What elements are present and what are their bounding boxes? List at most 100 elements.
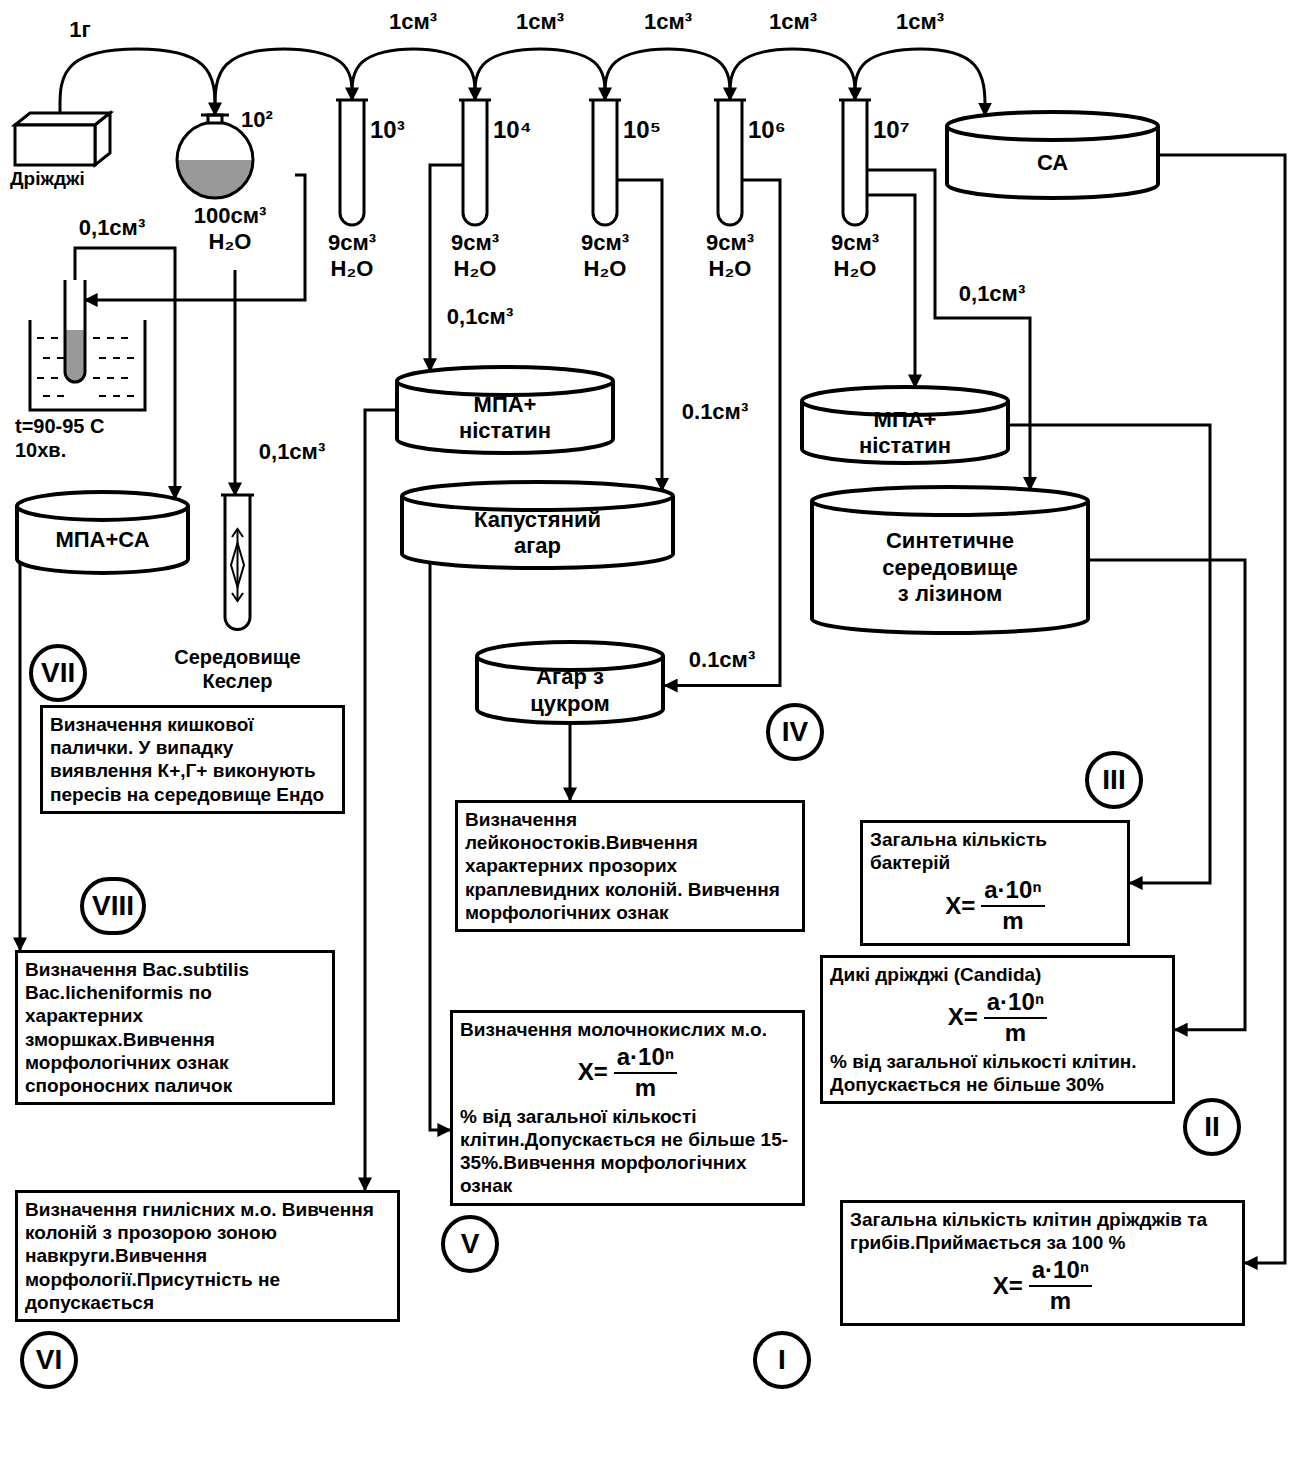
result-text: Визначення кишкової палички. У випадку в… (50, 713, 335, 806)
transfer-arrow (475, 49, 605, 100)
formula-text: X= (993, 1273, 1023, 1299)
formula-numerator: a·10ⁿ (981, 877, 1045, 906)
result-text: Дикі дріжджі (Candida) (830, 963, 1165, 986)
node-label: 10⁶ (748, 116, 798, 145)
node-label: 9см³ H₂O (690, 230, 770, 283)
volume-label: 1г (67, 18, 92, 42)
transfer-arrow (60, 49, 215, 115)
dilution-tube: 10⁷9см³ H₂O (815, 100, 915, 295)
transfer-arrow (730, 49, 855, 100)
volume-label: 0,1см³ (77, 216, 147, 240)
volume-label: 0.1см³ (687, 648, 757, 672)
transfer-arrow (569, 723, 572, 800)
volume-label: 1см³ (514, 10, 566, 34)
node-label: 9см³ H₂O (565, 230, 645, 283)
formula-numerator: a·10ⁿ (984, 989, 1048, 1018)
dilution-tube: 10⁵9см³ H₂O (565, 100, 665, 295)
volume-label: 1см³ (642, 10, 694, 34)
result-box: VIIIВизначення Bac.subtilis Bac.lichenif… (15, 950, 335, 1105)
petri-dish: Синтетичне середовище з лізином (810, 485, 1090, 635)
volume-label: 0.1см³ (680, 400, 750, 424)
roman-numeral: I (753, 1331, 811, 1389)
dilution-tube: 10³9см³ H₂O (312, 100, 412, 295)
transfer-arrow (665, 180, 780, 686)
formula-denominator: m (1002, 907, 1023, 934)
formula-numerator: a·10ⁿ (614, 1044, 678, 1073)
node-label: Дріжджі (10, 168, 115, 191)
roman-numeral: II (1183, 1098, 1241, 1156)
result-box: IVВизначення лейконостоків.Вивчення хара… (455, 800, 805, 932)
fraction: a·10ⁿm (614, 1044, 678, 1101)
formula-numerator: a·10ⁿ (1029, 1257, 1093, 1286)
dilution-tube: 10⁶9см³ H₂O (690, 100, 790, 295)
node-label: Середовище Кеслер (150, 645, 325, 693)
formula: X=a·10ⁿm (850, 1257, 1235, 1314)
volume-label: 0,1см³ (445, 305, 515, 329)
volume-label: 1см³ (387, 10, 439, 34)
result-box: VВизначення молочнокислих м.о.X=a·10ⁿm% … (450, 1010, 805, 1206)
dilution-tube: 10⁴9см³ H₂O (435, 100, 535, 295)
transfer-arrow (605, 49, 730, 100)
node-label: СА (978, 150, 1128, 176)
node-label: Синтетичне середовище з лізином (875, 528, 1025, 607)
node-label: 10² (241, 107, 295, 133)
roman-numeral: VIII (80, 877, 146, 935)
result-text: Визначення молочнокислих м.о. (460, 1018, 795, 1041)
fraction: a·10ⁿm (984, 989, 1048, 1046)
roman-numeral: IV (766, 703, 824, 761)
result-box: IIIЗагальна кількість бактерійX=a·10ⁿm (860, 820, 1130, 946)
formula-text: X= (945, 893, 975, 919)
node-label: 10⁷ (873, 116, 923, 145)
petri-dish: МПА+СА (15, 490, 190, 575)
formula-denominator: m (635, 1074, 656, 1101)
fraction: a·10ⁿm (981, 877, 1045, 934)
transfer-arrow (617, 180, 662, 490)
formula-text: X= (948, 1004, 978, 1030)
formula: X=a·10ⁿm (830, 989, 1165, 1046)
node-label: МПА+ ністатин (840, 407, 970, 460)
result-text: Визначення Bac.subtilis Bac.licheniformi… (25, 958, 325, 1097)
node-label: 10³ (370, 116, 420, 145)
fraction: a·10ⁿm (1029, 1257, 1093, 1314)
roman-numeral: III (1085, 751, 1143, 809)
node-label: 10⁴ (493, 116, 543, 145)
volume-label: 1см³ (894, 10, 946, 34)
result-text: Загальна кількість клітин дріжджів та гр… (850, 1208, 1235, 1254)
result-text: Загальна кількість бактерій (870, 828, 1120, 874)
formula-text: X= (578, 1059, 608, 1085)
node-label: 100см³ H₂O (175, 203, 285, 256)
transfer-arrow (867, 195, 915, 387)
result-text: Визначення лейконостоків.Вивчення характ… (465, 808, 795, 924)
formula: X=a·10ⁿm (870, 877, 1120, 934)
result-text: % від загальної кількості клітин. Допуск… (830, 1050, 1165, 1096)
transfer-arrow (1160, 155, 1285, 1263)
petri-dish: МПА+ ністатин (800, 385, 1010, 465)
heated-tube: t=90-95 C 10хв. (15, 280, 150, 460)
flask: 10²100см³ H₂O (175, 115, 295, 270)
formula: X=a·10ⁿm (460, 1044, 795, 1101)
roman-numeral: VII (29, 644, 87, 702)
node-label: t=90-95 C 10хв. (15, 414, 150, 462)
transfer-arrow (19, 557, 22, 950)
transfer-arrow (365, 410, 395, 1190)
result-text: % від загальної кількості клітин.Допуска… (460, 1105, 795, 1198)
formula-denominator: m (1005, 1019, 1026, 1046)
node-label: 9см³ H₂O (815, 230, 895, 283)
yeast-block: Дріжджі (10, 110, 115, 195)
node-label: МПА+ ністатин (440, 392, 570, 445)
transfer-arrow (75, 248, 175, 499)
roman-numeral: V (441, 1215, 499, 1273)
result-box: VIIВизначення кишкової палички. У випадк… (40, 705, 345, 814)
roman-numeral: VI (20, 1331, 78, 1389)
transfer-arrow (430, 563, 450, 1130)
transfer-arrow (855, 49, 985, 115)
node-label: МПА+СА (23, 527, 183, 553)
kessler-tube: Середовище Кеслер (150, 495, 325, 710)
transfer-arrow (215, 49, 352, 115)
result-box: IIДикі дріжджі (Candida)X=a·10ⁿm% від за… (820, 955, 1175, 1104)
transfer-arrow (234, 270, 237, 495)
volume-label: 0,1см³ (957, 282, 1027, 306)
result-box: Загальна кількість клітин дріжджів та гр… (840, 1200, 1245, 1326)
node-label: 10⁵ (623, 116, 673, 145)
